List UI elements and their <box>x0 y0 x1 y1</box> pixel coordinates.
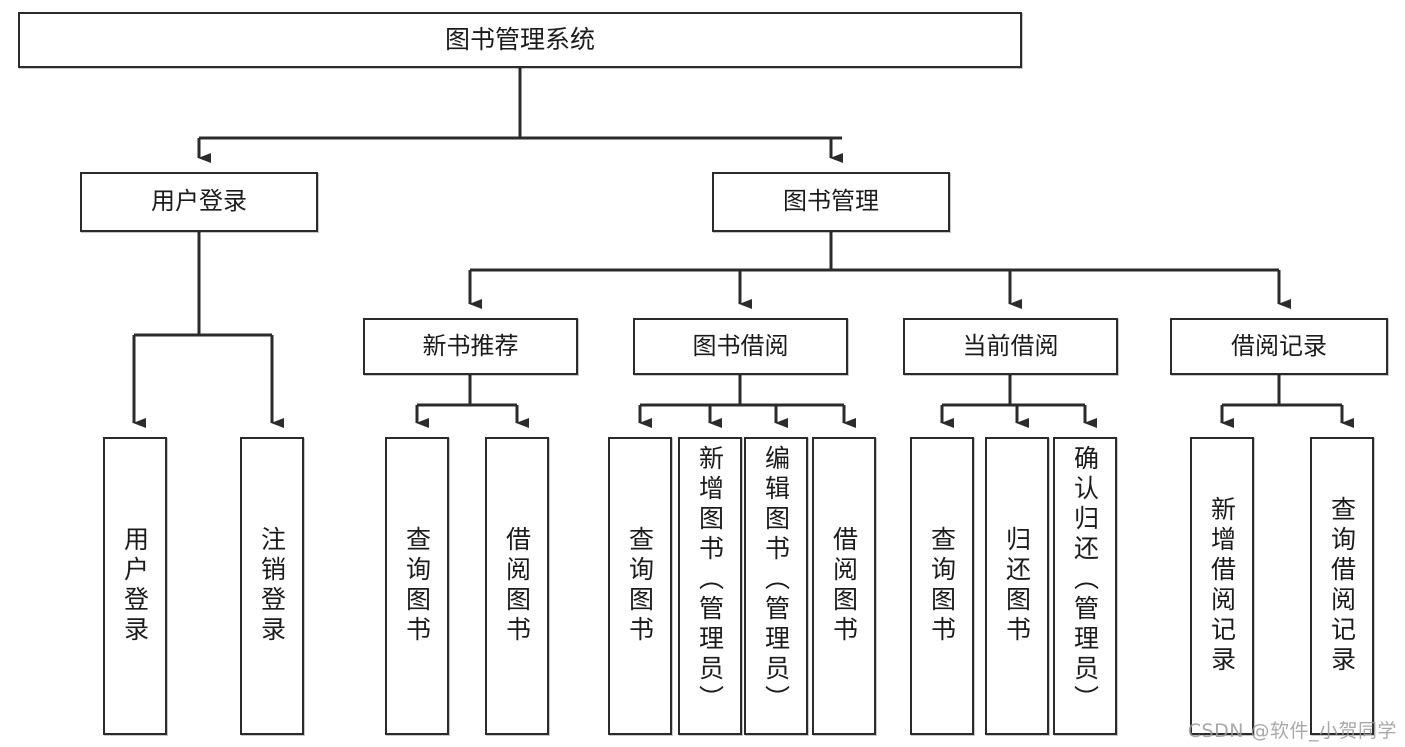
node-leaf-logout[interactable]: 注销登录 <box>240 437 304 735</box>
node-leaf-query-book-2[interactable]: 查询图书 <box>608 437 672 735</box>
node-borrow-record[interactable]: 借阅记录 <box>1170 318 1388 375</box>
node-leaf-query-book-2-label: 查询图书 <box>625 526 655 646</box>
node-new-book-recommend[interactable]: 新书推荐 <box>363 318 578 375</box>
node-book-borrow-label: 图书借阅 <box>692 331 789 360</box>
node-leaf-query-book-3[interactable]: 查询图书 <box>910 437 974 735</box>
node-new-book-recommend-label: 新书推荐 <box>422 331 519 360</box>
connector-root-to-bus <box>199 68 842 140</box>
node-current-borrow[interactable]: 当前借阅 <box>903 318 1118 375</box>
node-leaf-query-book-3-label: 查询图书 <box>927 526 957 646</box>
node-leaf-borrow-book-2-label: 借阅图书 <box>829 526 859 646</box>
node-leaf-confirm-return-admin-label: 确认归还（管理员） <box>1070 445 1100 715</box>
node-leaf-add-book-admin-label: 新增图书（管理员） <box>695 445 725 715</box>
node-current-borrow-label: 当前借阅 <box>962 331 1059 360</box>
node-leaf-add-borrow-record-label: 新增借阅记录 <box>1207 496 1237 676</box>
node-borrow-record-label: 借阅记录 <box>1231 331 1327 360</box>
connector-book-borrow-to-bus <box>640 375 844 407</box>
node-leaf-return-book-label: 归还图书 <box>1002 526 1032 646</box>
node-leaf-user-login-label: 用户登录 <box>120 526 150 646</box>
node-leaf-confirm-return-admin[interactable]: 确认归还（管理员） <box>1053 437 1117 735</box>
connector-current-borrow-to-bus <box>942 375 1085 407</box>
connector-user-login-to-bus <box>134 232 272 337</box>
node-leaf-query-book-1[interactable]: 查询图书 <box>385 437 449 735</box>
node-root-label: 图书管理系统 <box>444 24 595 54</box>
node-leaf-user-login[interactable]: 用户登录 <box>103 437 167 735</box>
node-leaf-query-book-1-label: 查询图书 <box>402 526 432 646</box>
node-leaf-query-borrow-record-label: 查询借阅记录 <box>1327 496 1357 676</box>
connector-book-mgmt-to-bus <box>470 232 1279 272</box>
node-leaf-edit-book-admin-label: 编辑图书（管理员） <box>761 445 791 715</box>
connector-new-book-rec-to-bus <box>417 375 517 407</box>
node-leaf-borrow-book-1-label: 借阅图书 <box>502 526 532 646</box>
node-leaf-edit-book-admin[interactable]: 编辑图书（管理员） <box>744 437 808 735</box>
node-leaf-query-borrow-record[interactable]: 查询借阅记录 <box>1310 437 1374 735</box>
node-leaf-add-borrow-record[interactable]: 新增借阅记录 <box>1190 437 1254 735</box>
node-leaf-logout-label: 注销登录 <box>257 526 287 646</box>
node-leaf-borrow-book-1[interactable]: 借阅图书 <box>485 437 549 735</box>
node-user-login-label: 用户登录 <box>151 187 247 216</box>
node-book-management-label: 图书管理 <box>783 187 879 216</box>
node-book-borrow[interactable]: 图书借阅 <box>633 318 848 375</box>
node-book-management[interactable]: 图书管理 <box>712 172 950 232</box>
node-user-login[interactable]: 用户登录 <box>80 172 318 232</box>
watermark-text: CSDN @软件_小贺同学 <box>1187 720 1397 742</box>
node-root[interactable]: 图书管理系统 <box>18 12 1022 68</box>
node-leaf-add-book-admin[interactable]: 新增图书（管理员） <box>678 437 742 735</box>
node-leaf-return-book[interactable]: 归还图书 <box>985 437 1049 735</box>
connector-borrow-record-to-bus <box>1222 375 1342 407</box>
node-leaf-borrow-book-2[interactable]: 借阅图书 <box>812 437 876 735</box>
